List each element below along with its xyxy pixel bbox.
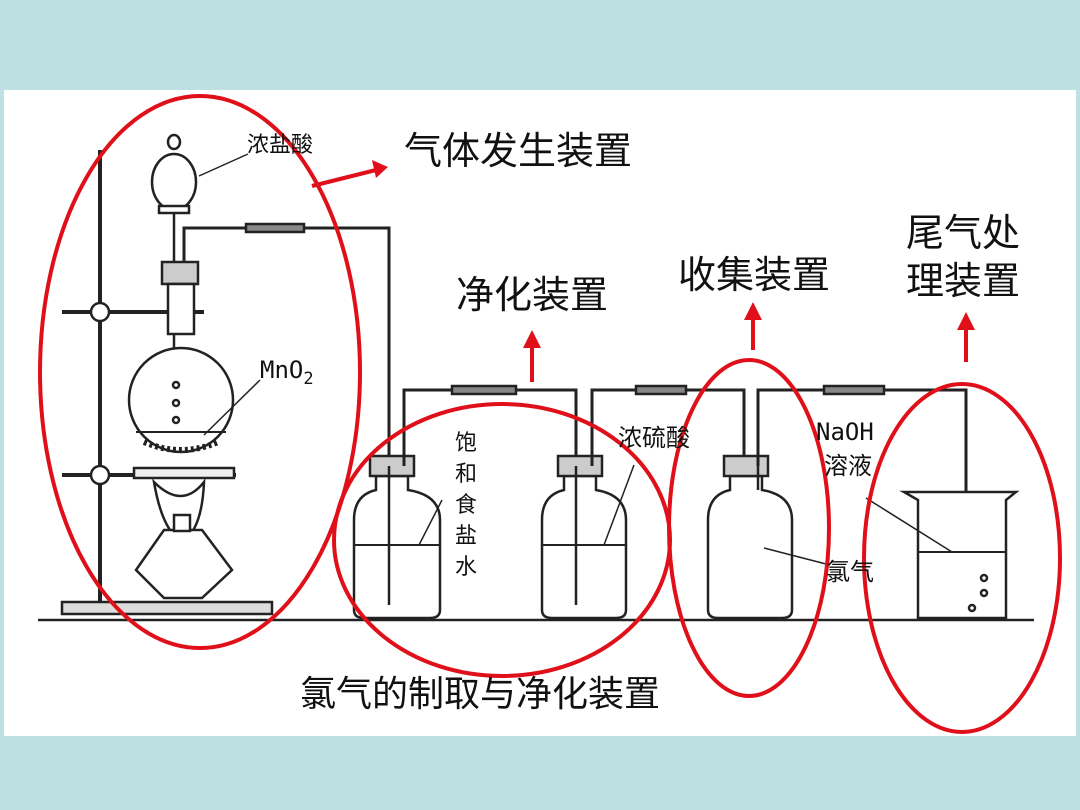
collection-bottle (706, 474, 794, 620)
label-chlorine: 氯气 (826, 558, 874, 586)
diagram-caption: 氯气的制取与净化装置 (300, 674, 660, 715)
leader-line (865, 497, 953, 553)
leader-line (763, 547, 827, 565)
funnel-stopper (166, 133, 182, 151)
slide-canvas: 浓盐酸 MnO2 饱 和 食 盐 水 浓硫酸 NaOH 溶液 氯气 气体发生装置… (4, 90, 1076, 736)
label-solution: 溶液 (824, 452, 872, 480)
ellipse-generation (38, 94, 362, 650)
rubber-joint (822, 384, 886, 396)
gauze (132, 466, 236, 480)
apparatus-diagram: 浓盐酸 MnO2 饱 和 食 盐 水 浓硫酸 NaOH 溶液 氯气 气体发生装置… (38, 94, 1062, 734)
heading-collection: 收集装置 (678, 253, 830, 297)
clamp-knob-lower (89, 464, 111, 486)
flask-neck (166, 282, 196, 336)
bottle-stopper (722, 454, 770, 478)
label-h2so4: 浓硫酸 (618, 424, 690, 452)
arrowhead (523, 330, 541, 348)
lamp-wick (172, 513, 192, 533)
label-brine: 饱 和 食 盐 水 (455, 431, 477, 580)
bubble (979, 573, 989, 583)
bottle-stopper (556, 454, 604, 478)
arrowhead (744, 302, 762, 320)
delivery-tube-2 (402, 388, 578, 466)
ellipse-collection (667, 358, 831, 698)
heading-purification: 净化装置 (456, 273, 608, 317)
heading-tail-2: 理装置 (906, 259, 1020, 303)
lamp-flame (152, 478, 206, 544)
alcohol-lamp (134, 528, 234, 600)
leader-line (203, 379, 261, 436)
brine-char: 水 (455, 555, 477, 580)
ellipse-tail (862, 382, 1062, 734)
leader-line (603, 464, 635, 546)
stand-base (60, 600, 274, 616)
label-mno2-subscript: 2 (303, 369, 313, 389)
label-naoh: NaOH (816, 418, 874, 446)
arrow-generation (311, 168, 377, 188)
label-mno2: MnO2 (260, 356, 314, 389)
flask-stopper (160, 260, 200, 286)
leader-line (418, 499, 443, 546)
label-hcl: 浓盐酸 (247, 133, 313, 158)
wash-bottle-h2so4 (540, 474, 628, 620)
arrowhead (957, 312, 975, 330)
brine-char: 饱 (455, 431, 477, 456)
arrowhead (372, 160, 388, 178)
beaker (899, 490, 1020, 620)
rubber-joint (244, 222, 306, 234)
bubble (171, 415, 181, 425)
heading-generation: 气体发生装置 (404, 129, 632, 173)
bubble (979, 588, 989, 598)
round-bottom-flask (127, 346, 235, 454)
rubber-joint (634, 384, 688, 396)
wash-bottle-brine (352, 474, 442, 620)
funnel-tap (157, 204, 191, 215)
bubble (171, 380, 181, 390)
mno2-solid (142, 439, 220, 453)
heading-tail-1: 尾气处 (906, 211, 1020, 255)
bottle-stopper (368, 454, 416, 478)
bubble (967, 603, 977, 613)
separatory-funnel (150, 152, 198, 212)
brine-char: 食 (455, 493, 477, 518)
leader-line (198, 153, 249, 177)
rubber-joint (450, 384, 518, 396)
bubble (171, 398, 181, 408)
brine-char: 和 (455, 462, 477, 487)
brine-char: 盐 (455, 524, 477, 549)
clamp-knob-upper (89, 301, 111, 323)
